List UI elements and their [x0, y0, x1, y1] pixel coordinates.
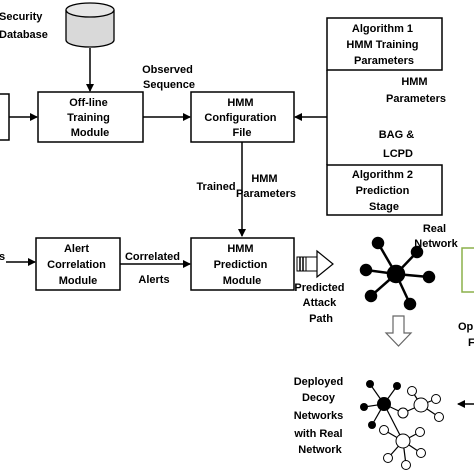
observed-sequence-label: Observed Sequence	[142, 64, 196, 91]
decoy-network-icon	[360, 380, 444, 470]
right-partial-box	[461, 247, 474, 293]
down-hollow-arrow-icon	[384, 315, 413, 347]
algorithm-1-label: Algorithm 1 HMM Training Parameters	[346, 23, 421, 67]
hmm-parameters-mid-label: HMM Parameters	[236, 173, 296, 200]
deployed-decoy-label: Deployed Decoy Networks with Real Networ…	[293, 376, 346, 456]
security-database-label: Security Database	[0, 11, 48, 41]
right-partial-label: Op F	[458, 321, 474, 349]
algorithm-2-box	[326, 164, 443, 216]
offline-training-label: Off-line Training Module	[67, 97, 113, 139]
correlated-alerts-label: Correlated Alerts	[125, 251, 183, 286]
trained-label: Trained	[196, 181, 235, 193]
hmm-configuration-file	[190, 91, 295, 143]
real-network-icon	[359, 236, 436, 311]
left-cut-box	[0, 93, 10, 141]
real-network-label: Real Network	[414, 223, 458, 250]
algorithm-2-label: Algorithm 2 Prediction Stage	[352, 169, 416, 213]
left-stub-label: s	[0, 251, 5, 263]
algorithm-1-box	[326, 17, 443, 71]
hmm-prediction-label: HMM Prediction Module	[214, 243, 271, 287]
predicted-attack-path-label: Predicted Attack Path	[294, 282, 347, 325]
alert-correlation-label: Alert Correlation Module	[47, 243, 109, 287]
hmm-config-label: HMM Configuration File	[204, 97, 279, 139]
hmm-parameters-right-label: HMM Parameters	[386, 76, 446, 105]
database-icon	[65, 2, 115, 48]
predicted-path-arrow-icon	[296, 249, 334, 279]
bag-lcpd-label: BAG & LCPD	[379, 129, 418, 160]
hmm-prediction-module	[190, 237, 295, 291]
